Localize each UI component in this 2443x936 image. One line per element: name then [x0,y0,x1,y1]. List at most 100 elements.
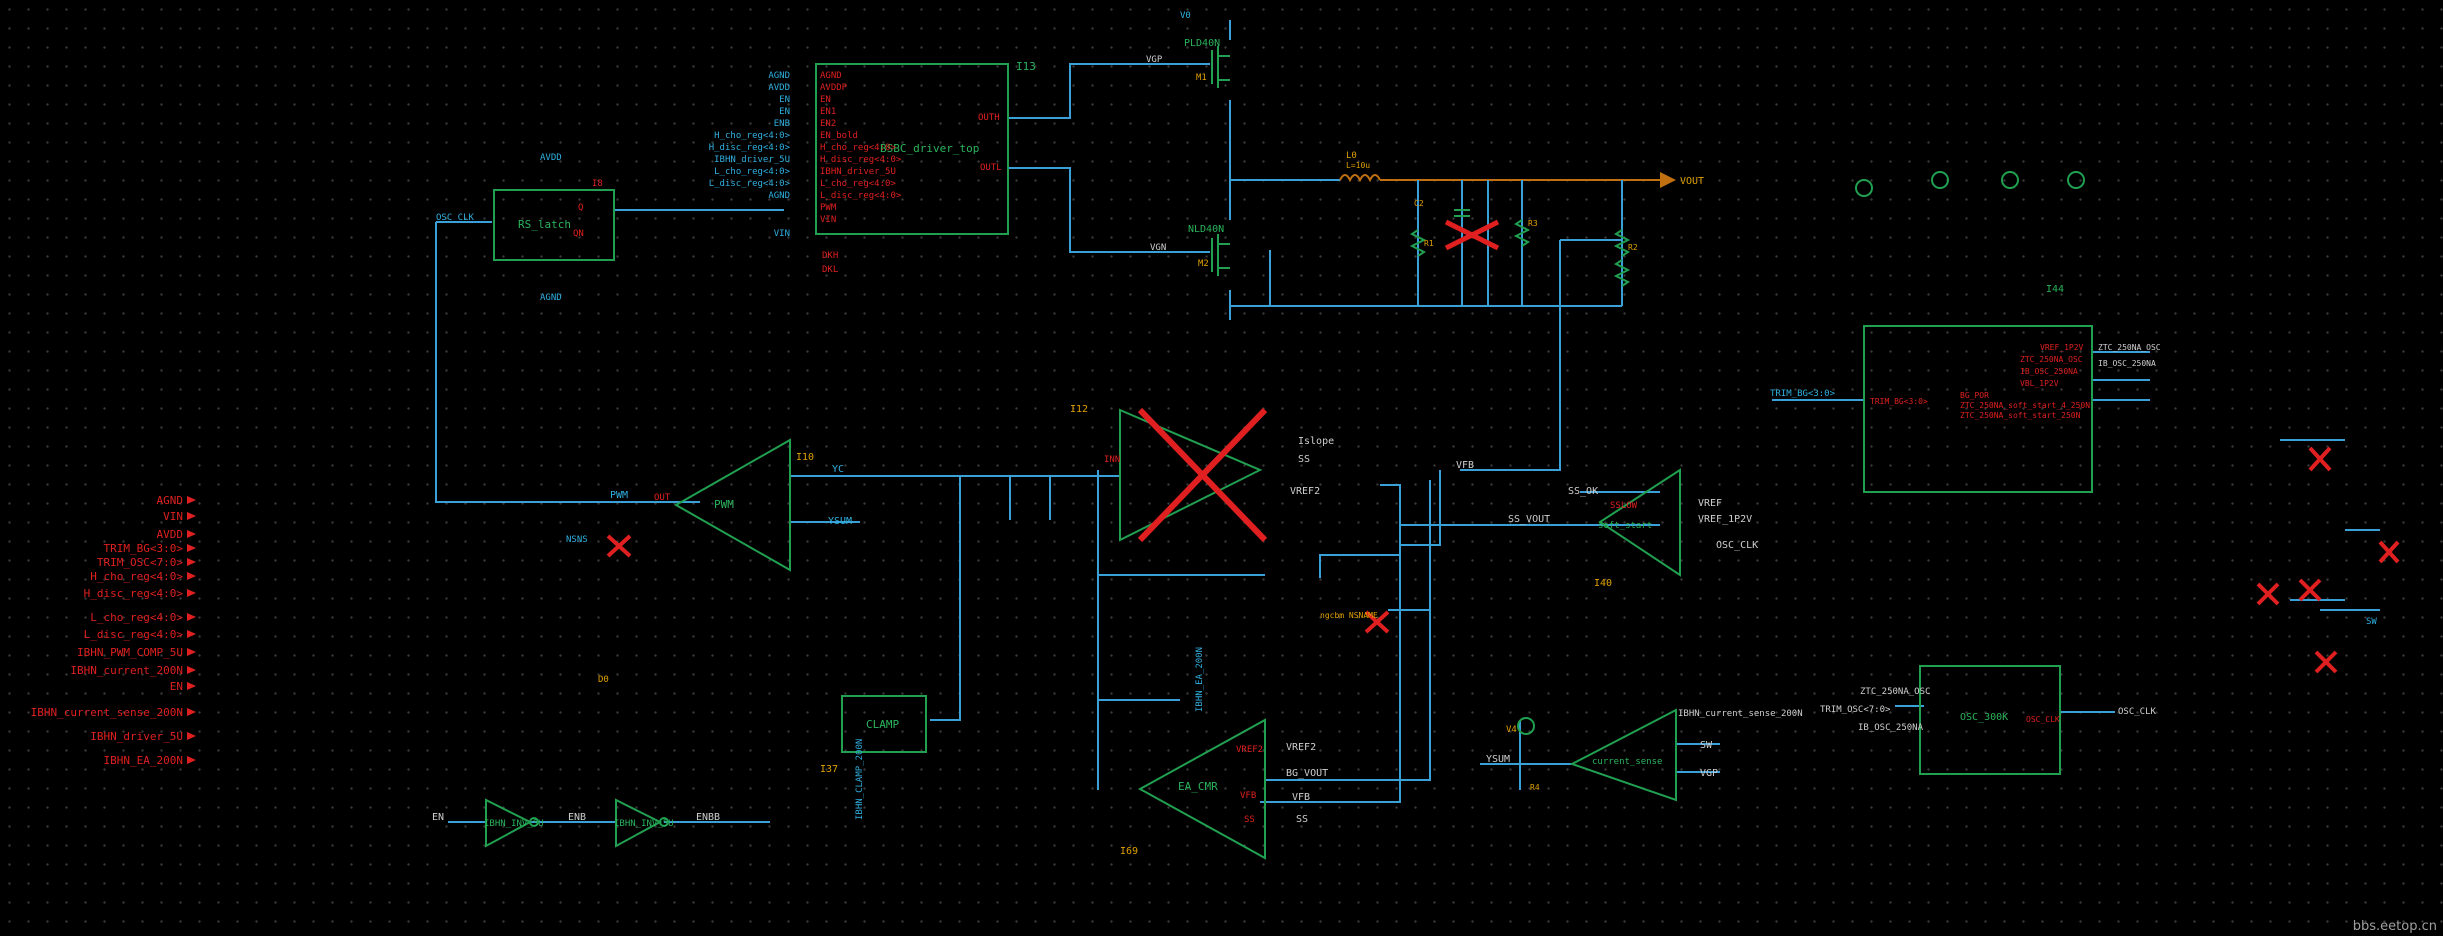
pin-label: ZTC_250NA_soft_start_250N [1960,411,2081,420]
instance-id: R2 [1628,243,1638,252]
port-ibhn-current[interactable]: IBHN_current_200N [70,664,196,677]
port-label: IBHN_EA_200N [104,754,183,767]
net-label: VGP [1146,55,1163,65]
pin-label: VREF_1P2V [2040,343,2084,352]
pin-label: EN_bold [820,131,858,141]
pin-label: Q [578,203,583,213]
pin-label: L_cho_reg<4:0> [820,179,896,189]
port-avdd[interactable]: AVDD [157,528,197,541]
mosfet-m2[interactable]: NLD40N VGN M2 [1150,224,1230,276]
net-label: IBHN_EA_200N [1195,647,1205,712]
pin-label: VREF2 [1236,745,1263,755]
port-trim-bg[interactable]: TRIM_BG<3:0> [104,542,196,555]
pin-label: OUTH [978,113,1000,123]
port-h-disc-reg[interactable]: H_disc_reg<4:0> [84,587,196,600]
port-l-cho-reg[interactable]: L_cho_reg<4:0> [90,611,196,624]
instance-name: PLD40N [1184,38,1220,49]
pin-label: SSLOW [1610,501,1638,511]
pin-label: OUT [654,493,671,503]
port-label: AGND [157,494,184,507]
instance-name: RS_latch [518,218,571,231]
net-label: AGND [540,293,562,303]
instance-value: L=10u [1346,161,1370,170]
net-label: SS [1296,814,1308,825]
net-label: AGND [768,191,790,201]
bandgap-i44[interactable]: I44 TRIM_BG<3:0> TRIM_BG<3:0> VREF_1P2V … [1770,284,2161,493]
instance-name: CLAMP [866,718,899,731]
net-label: ENBB [696,812,720,823]
pin-label: SS [1244,815,1255,825]
inverter-i34[interactable]: IBHN_INV_5U EN ENB [432,798,586,848]
pin-label: DKL [822,265,838,275]
pin-label: QN [573,229,584,239]
port-label: TRIM_OSC<7:0> [97,556,183,569]
pin-label: PWM [820,203,837,213]
pin-label: OUTL [980,163,1002,173]
net-label: ENB [774,119,790,129]
clamp-i37[interactable]: CLAMP I37 IBHN_CLAMP_200N [820,695,927,820]
inverter-i35[interactable]: IBHN_INV_5U ENBB [614,798,720,848]
net-label: L_cho_reg<4:0> [714,167,790,177]
soft-start-i40[interactable]: soft_start I40 SS_OK SS_VOUT VREF_1P2V V… [1508,468,1758,589]
port-ibhn-ea[interactable]: IBHN_EA_200N [104,754,196,767]
port-en[interactable]: EN [170,680,196,693]
net-label: OSC_CLK [2118,707,2157,717]
port-ibhn-pwm[interactable]: IBHN_PWM_COMP_5U [77,646,196,659]
pin-label: VFB [1240,791,1256,801]
inductor-l0[interactable]: L0 L=10u [1339,151,1381,183]
instance-id: I13 [1016,60,1036,73]
instance-name: IBHN_INV_5U [484,819,544,829]
watermark-text: bbs.eetop.cn [2352,919,2437,934]
net-label: Islope [1298,436,1334,447]
pin-label: AGND [820,71,842,81]
pin-label: OSC_CLK [2026,715,2060,724]
port-vin[interactable]: VIN [163,510,196,523]
port-h-cho-reg[interactable]: H_cho_reg<4:0> [90,570,196,583]
pwm-comparator-i10[interactable]: PWM I10 YC PWM YSUM OUT [610,438,852,572]
instance-id: I10 [796,452,814,463]
pin-label: BG_POR [1960,391,1989,400]
net-label: VOUT [1680,176,1704,187]
mosfet-m1[interactable]: PLD40N VGP M1 [1146,38,1230,88]
port-label: EN [170,680,183,693]
pin-label: EN1 [820,107,836,117]
port-trim-osc[interactable]: TRIM_OSC<7:0> [97,556,196,569]
port-l-disc-reg[interactable]: L_disc_reg<4:0> [84,628,196,641]
net-label: EN [779,95,790,105]
net-label: L_disc_reg<4:0> [709,179,791,189]
vout-port[interactable]: VOUT [1660,172,1704,188]
net-label: H_cho_reg<4:0> [714,131,790,141]
net-label: VREF2 [1286,742,1316,753]
pin-label: EN2 [820,119,836,129]
net-label: VIN [774,229,790,239]
driver-block-i13[interactable]: I13 BSBC_driver_top AGND AVDDP EN EN1 EN… [709,60,1036,275]
rs-latch-i8[interactable]: RS_latch I8 Q QN OSC_CLK AVDD AGND [436,153,615,303]
pin-label: DKH [822,251,838,261]
pin-label: L_disc_reg<4:0> [820,191,902,201]
instance-id: I8 [592,179,603,189]
net-label: OSC_CLK [1716,540,1758,551]
instance-id: I44 [2046,284,2064,295]
pin-label: H_cho_reg<4:0> [820,143,896,153]
port-agnd[interactable]: AGND [157,494,197,507]
instance-id: R4 [1530,783,1540,792]
pin-label: EN [820,95,831,105]
pin-label: IBHN_driver_5U [820,167,896,177]
slope-comp-i12[interactable]: I12 INN Islope SS VFB VREF2 [1070,404,1474,543]
instance-id: M1 [1196,73,1207,83]
net-label: EN [779,107,790,117]
net-label: YSUM [1486,754,1510,765]
current-sense-i28[interactable]: current_sense IBHN_current_sense_200N SW… [1486,708,1803,802]
port-ibhn-driver[interactable]: IBHN_driver_5U [90,730,196,743]
net-label: SS_OK [1568,486,1598,497]
net-label: IBHN_driver_5U [714,155,790,165]
port-label: VIN [163,510,183,523]
error-amp-i69[interactable]: EA_CMR I69 VREF2 VFB SS VREF2 BG_VOUT VF… [1120,647,1328,860]
instance-name: IBHN_INV_5U [614,819,674,829]
instance-id: V4 [1506,725,1517,735]
instance-name: NLD40N [1188,224,1224,235]
instance-id: R3 [1528,219,1538,228]
oscillator-i43[interactable]: OSC_300K ZTC_250NA_OSC TRIM_OSC<7:0> IB_… [1820,665,2157,775]
port-ibhn-cs[interactable]: IBHN_current_sense_200N [31,706,196,719]
